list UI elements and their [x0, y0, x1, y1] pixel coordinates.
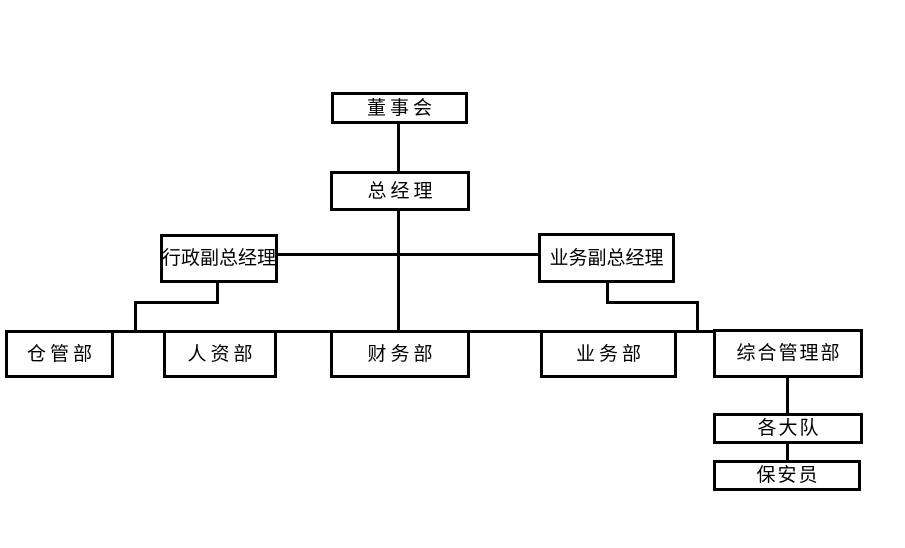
org-node-hr-dept-label: 人资部: [187, 343, 257, 365]
org-node-business-deputy-gm-label: 业务副总经理: [549, 247, 664, 269]
org-node-board: 董事会: [331, 92, 468, 124]
org-node-general-manager-label: 总经理: [367, 180, 437, 202]
connector-brigades-to-guards: [786, 443, 789, 461]
connector-deputies-horizontal: [276, 253, 540, 256]
org-node-general-mgmt-dept: 综合管理部: [713, 329, 863, 378]
org-node-general-manager: 总经理: [330, 171, 470, 211]
org-node-warehouse-dept-label: 仓管部: [26, 343, 96, 365]
org-node-hr-dept: 人资部: [163, 330, 277, 378]
org-node-brigades-label: 各大队: [757, 418, 821, 439]
org-node-finance-dept-label: 财务部: [367, 343, 437, 365]
connector-gm-to-spine: [397, 210, 400, 332]
connector-mgmt-to-brigades: [786, 377, 789, 414]
org-node-admin-deputy-gm: 行政副总经理: [160, 234, 278, 283]
org-node-security-guards-label: 保安员: [756, 465, 820, 486]
org-node-general-mgmt-dept-label: 综合管理部: [736, 343, 842, 364]
connector-admin-elbow-across: [134, 301, 219, 304]
connector-admin-elbow-down: [216, 283, 219, 304]
org-node-business-deputy-gm: 业务副总经理: [538, 233, 675, 283]
org-node-business-dept-label: 业务部: [575, 343, 645, 365]
connector-business-elbow-across: [606, 301, 699, 304]
connector-admin-elbow-to-spine: [134, 301, 137, 332]
connector-business-elbow-to-spine: [696, 301, 699, 332]
connector-business-elbow-down: [606, 283, 609, 304]
org-node-business-dept: 业务部: [540, 330, 677, 378]
org-node-security-guards: 保安员: [713, 460, 861, 491]
connector-board-to-gm: [397, 123, 400, 172]
org-node-brigades: 各大队: [713, 413, 863, 444]
org-node-finance-dept: 财务部: [330, 330, 470, 378]
org-node-admin-deputy-gm-label: 行政副总经理: [162, 248, 277, 269]
org-node-board-label: 董事会: [366, 97, 436, 119]
org-node-warehouse-dept: 仓管部: [5, 330, 114, 378]
